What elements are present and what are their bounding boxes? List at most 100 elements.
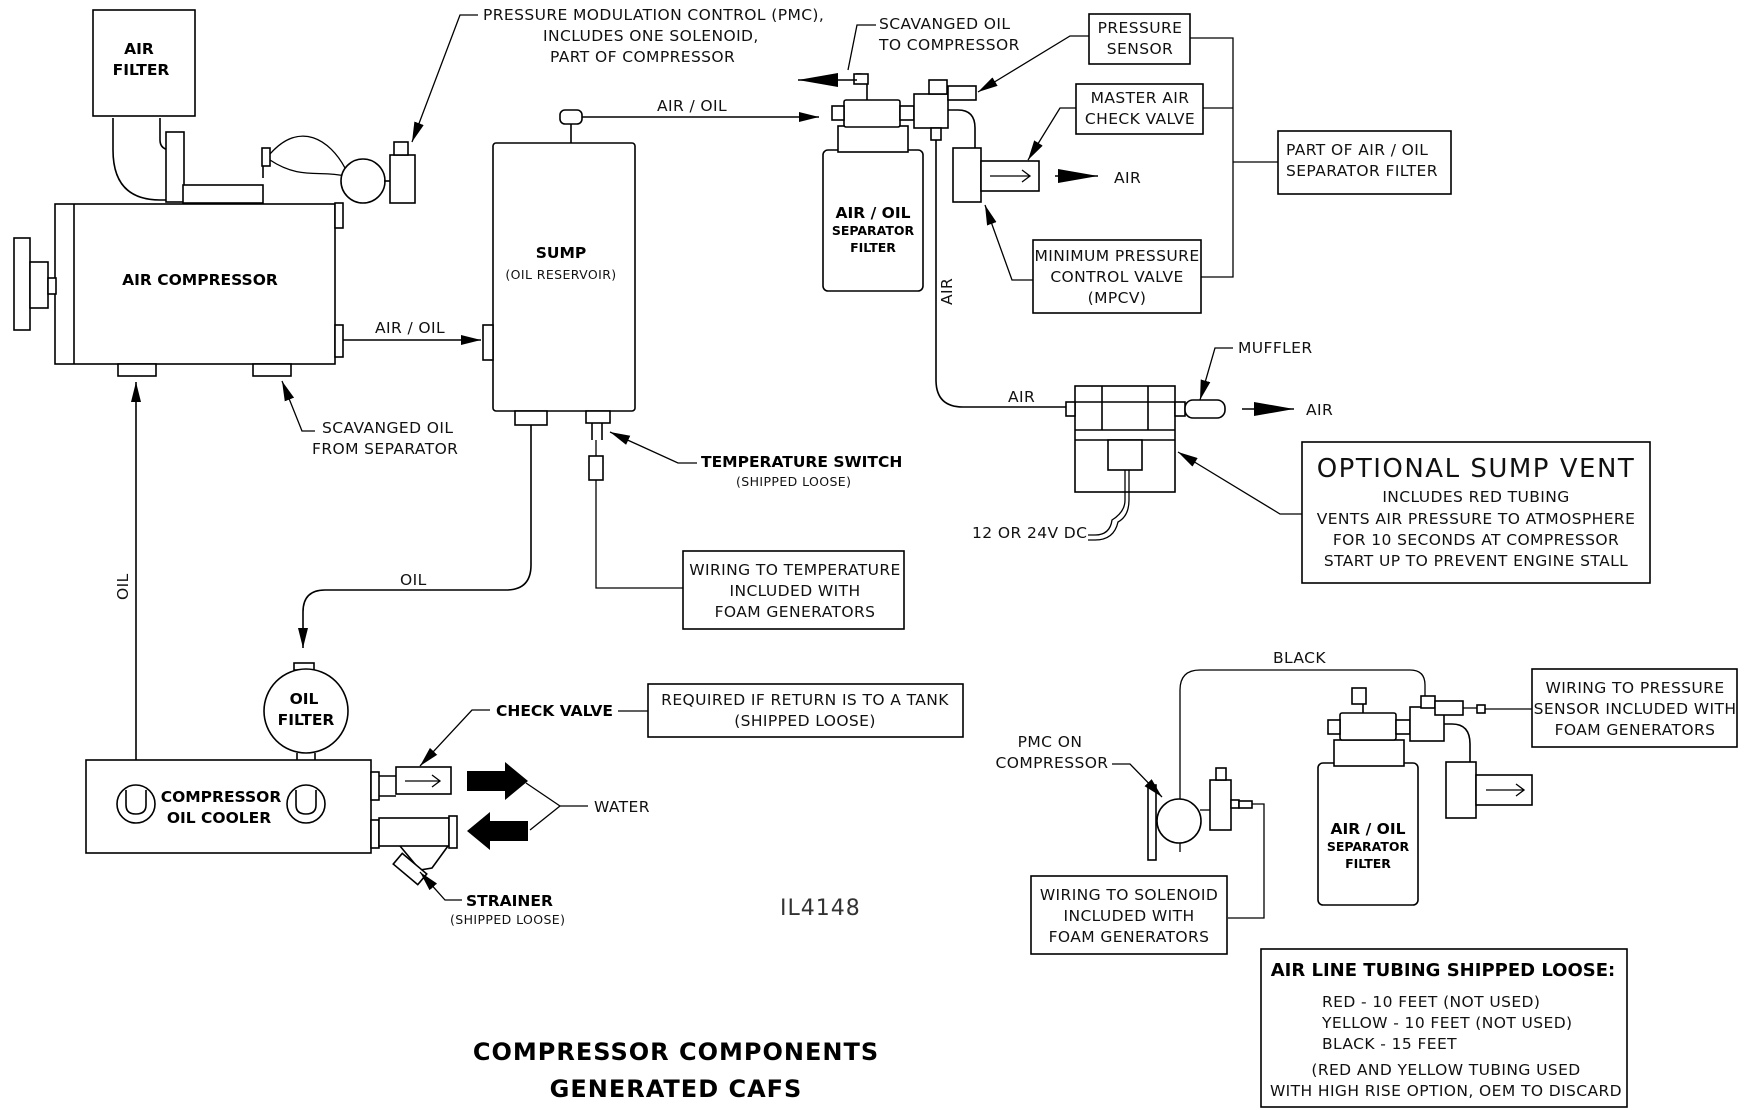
muffler-label: MUFFLER: [1238, 339, 1313, 357]
oil-cooler-label-2: OIL COOLER: [167, 809, 271, 827]
separator-filter-lower-label-1: AIR / OIL: [1331, 820, 1406, 838]
compressor-oil-cooler: COMPRESSOR OIL COOLER: [85, 759, 396, 854]
separator-filter-label-2: SEPARATOR: [832, 223, 915, 238]
pmc-note-line-2: INCLUDES ONE SOLENOID,: [543, 27, 759, 45]
sump-vent-note: OPTIONAL SUMP VENT INCLUDES RED TUBING V…: [1301, 441, 1651, 584]
air-compressor-label: AIR COMPRESSOR: [122, 271, 278, 289]
air-oil-label-lower: AIR / OIL: [375, 319, 445, 337]
part-of-separator-line-2: SEPARATOR FILTER: [1286, 162, 1438, 180]
air-line-tubing-note: AIR LINE TUBING SHIPPED LOOSE: RED - 10 …: [1260, 948, 1628, 1108]
wiring-solenoid-line-2: INCLUDED WITH: [1063, 907, 1194, 925]
part-of-separator-note: PART OF AIR / OIL SEPARATOR FILTER: [1277, 130, 1452, 195]
separator-filter-lower-label-3: FILTER: [1345, 856, 1391, 871]
sump-vent-note-3: FOR 10 SECONDS AT COMPRESSOR: [1333, 531, 1619, 549]
pressure-sensor-line-1: PRESSURE: [1098, 19, 1183, 37]
temperature-switch-shipped-loose: (SHIPPED LOOSE): [736, 474, 851, 489]
air-oil-label-upper: AIR / OIL: [657, 97, 727, 115]
tubing-item-black: BLACK - 15 FEET: [1322, 1035, 1457, 1053]
wiring-solenoid-note: WIRING TO SOLENOID INCLUDED WITH FOAM GE…: [1030, 875, 1228, 955]
temperature-switch-label: TEMPERATURE SWITCH: [701, 453, 902, 471]
strainer-label: STRAINER: [466, 892, 553, 910]
wiring-pressure-sensor-line-1: WIRING TO PRESSURE: [1545, 679, 1724, 697]
air-filter-label-2: FILTER: [113, 61, 170, 79]
pressure-sensor-note: PRESSURE SENSOR: [977, 13, 1191, 93]
pmc-on-compressor-line-1: PMC ON: [1018, 733, 1083, 751]
air-label-vertical: AIR: [938, 278, 956, 305]
pressure-sensor-line-2: SENSOR: [1107, 40, 1173, 58]
part-of-separator-line-1: PART OF AIR / OIL: [1286, 141, 1428, 159]
optional-sump-vent: [1065, 385, 1226, 541]
air-oil-separator-filter: AIR / OIL SEPARATOR FILTER: [822, 73, 1040, 292]
separator-filter-lower-label-2: SEPARATOR: [1327, 839, 1410, 854]
sump-oil-reservoir: SUMP (OIL RESERVOIR): [482, 109, 819, 426]
air-label-sump-vent-line: AIR: [1008, 388, 1035, 406]
wiring-pressure-sensor-note: WIRING TO PRESSURE SENSOR INCLUDED WITH …: [1531, 668, 1738, 748]
sump-vent-note-1: INCLUDES RED TUBING: [1382, 488, 1569, 506]
separator-filter-label-1: AIR / OIL: [836, 204, 911, 222]
wiring-solenoid-line-3: FOAM GENERATORS: [1049, 928, 1210, 946]
wiring-temperature-line-2: INCLUDED WITH: [729, 582, 860, 600]
water-label: WATER: [594, 798, 650, 816]
black-tubing-label: BLACK: [1273, 649, 1326, 667]
air-filter-label: AIR: [124, 40, 154, 58]
pmc-on-compressor-assembly: [1147, 767, 1265, 919]
check-valve-note-line-1: REQUIRED IF RETURN IS TO A TANK: [661, 691, 949, 709]
pmc-note-line-1: PRESSURE MODULATION CONTROL (PMC),: [483, 6, 824, 24]
master-air-check-valve-note: MASTER AIR CHECK VALVE: [1027, 83, 1204, 161]
pmc-note-line-3: PART OF COMPRESSOR: [550, 48, 735, 66]
separator-filter-label-3: FILTER: [850, 240, 896, 255]
diagram-title-line-1: COMPRESSOR COMPONENTS: [473, 1038, 879, 1066]
check-valve-note: REQUIRED IF RETURN IS TO A TANK (SHIPPED…: [647, 683, 964, 738]
oil-label-vertical: OIL: [114, 573, 132, 600]
air-compressor: AIR COMPRESSOR: [13, 135, 346, 377]
separator-filter-lower: AIR / OIL SEPARATOR FILTER: [1317, 687, 1533, 906]
check-valve-note-line-2: (SHIPPED LOOSE): [734, 712, 876, 730]
tubing-note-line-1: (RED AND YELLOW TUBING USED: [1311, 1061, 1580, 1079]
temperature-switch: [588, 423, 683, 589]
check-valve: [395, 766, 452, 795]
mpcv-note: MINIMUM PRESSURE CONTROL VALVE (MPCV): [984, 204, 1202, 314]
oil-cooler-label-1: COMPRESSOR: [161, 788, 282, 806]
pmc-on-compressor-line-2: COMPRESSOR: [996, 754, 1109, 772]
water-arrows: [467, 762, 561, 850]
strainer-shipped-loose: (SHIPPED LOOSE): [450, 912, 565, 927]
sump-label: SUMP: [536, 244, 587, 262]
oil-filter-label-1: OIL: [290, 690, 319, 708]
optional-sump-vent-title: OPTIONAL SUMP VENT: [1317, 454, 1636, 484]
wiring-temperature-line-3: FOAM GENERATORS: [715, 603, 876, 621]
scavanged-oil-from-line-2: FROM SEPARATOR: [312, 440, 458, 458]
pmc-solenoid: [340, 141, 416, 204]
wiring-temperature-note: WIRING TO TEMPERATURE INCLUDED WITH FOAM…: [682, 550, 905, 630]
diagram-title-line-2: GENERATED CAFS: [550, 1075, 803, 1103]
dc-power-label: 12 OR 24V DC: [972, 524, 1087, 542]
tubing-item-yellow: YELLOW - 10 FEET (NOT USED): [1321, 1014, 1573, 1032]
mpcv-line-1: MINIMUM PRESSURE: [1034, 247, 1199, 265]
sump-sub-label: (OIL RESERVOIR): [505, 267, 616, 282]
strainer: [378, 815, 458, 886]
sump-vent-note-4: START UP TO PREVENT ENGINE STALL: [1324, 552, 1628, 570]
oil-label-sump-line: OIL: [400, 571, 427, 589]
wiring-solenoid-line-1: WIRING TO SOLENOID: [1040, 886, 1218, 904]
drawing-number: IL4148: [780, 896, 861, 921]
wiring-pressure-sensor-line-2: SENSOR INCLUDED WITH: [1534, 700, 1737, 718]
air-label-check-valve: AIR: [1114, 169, 1141, 187]
wiring-pressure-sensor-line-3: FOAM GENERATORS: [1555, 721, 1716, 739]
sump-vent-note-2: VENTS AIR PRESSURE TO ATMOSPHERE: [1317, 510, 1636, 528]
oil-filter: OIL FILTER: [263, 662, 349, 790]
scavanged-oil-to-line-2: TO COMPRESSOR: [878, 36, 1020, 54]
air-label-muffler: AIR: [1306, 401, 1333, 419]
oil-filter-label-2: FILTER: [278, 711, 335, 729]
scavanged-oil-from-line-1: SCAVANGED OIL: [322, 419, 453, 437]
mpcv-line-2: CONTROL VALVE: [1050, 268, 1183, 286]
tubing-item-red: RED - 10 FEET (NOT USED): [1322, 993, 1540, 1011]
tubing-title: AIR LINE TUBING SHIPPED LOOSE:: [1271, 960, 1615, 981]
wiring-temperature-line-1: WIRING TO TEMPERATURE: [689, 561, 900, 579]
scavanged-oil-to-line-1: SCAVANGED OIL: [879, 15, 1010, 33]
master-air-check-valve-line-2: CHECK VALVE: [1085, 110, 1195, 128]
check-valve-label: CHECK VALVE: [496, 702, 613, 720]
master-air-check-valve-line-1: MASTER AIR: [1091, 89, 1190, 107]
tubing-note-line-2: WITH HIGH RISE OPTION, OEM TO DISCARD: [1270, 1082, 1622, 1100]
air-filter: AIR FILTER: [92, 9, 264, 204]
mpcv-line-3: (MPCV): [1088, 289, 1147, 307]
